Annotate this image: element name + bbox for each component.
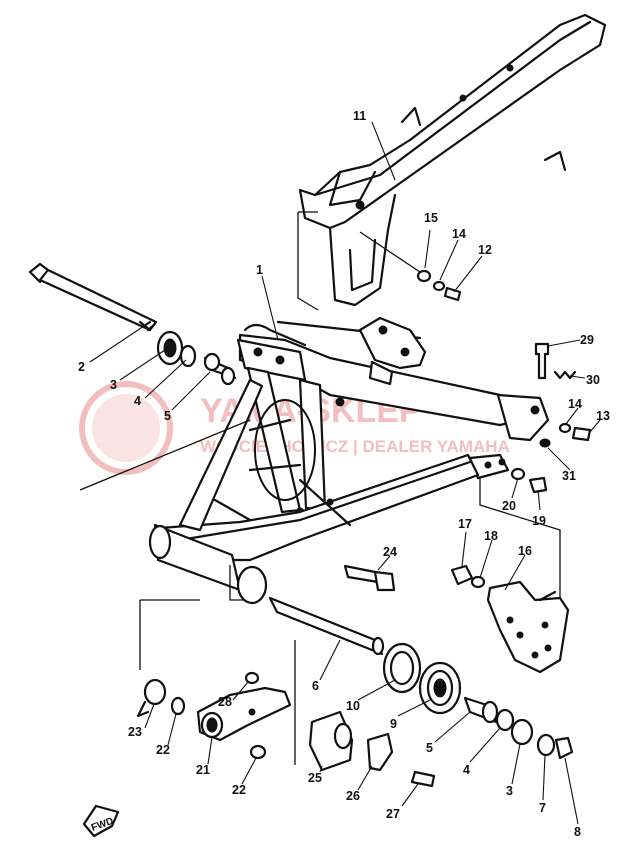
callout-labels: 11 1 15 14 12 2 3 4 5 29 30 14 13 31 20 …: [78, 109, 610, 839]
callout-20: 20: [502, 499, 516, 513]
callout-3b: 3: [506, 784, 513, 798]
callout-14a: 14: [452, 227, 466, 241]
guide-lines-lower: [139, 599, 296, 765]
callout-17: 17: [458, 517, 472, 531]
callout-30: 30: [586, 373, 600, 387]
watermark-logo-ring: [79, 381, 173, 475]
hardware-14-13: [539, 422, 592, 448]
guide-lines-frame: [79, 419, 561, 610]
watermark-subtitle: WOJCIECHOWICZ | DEALER YAMAHA: [200, 437, 510, 456]
callout-29: 29: [580, 333, 594, 347]
callout-24: 24: [383, 545, 397, 559]
callout-8: 8: [574, 825, 581, 839]
bearing-stack-right: [463, 696, 574, 760]
callout-2: 2: [78, 360, 85, 374]
bearing-stack-left: [156, 330, 237, 386]
callout-5: 5: [164, 409, 171, 423]
frame-part-1: [148, 316, 550, 605]
shaft-part-6: [268, 596, 385, 656]
leader-lines: [89, 121, 601, 825]
callout-6: 6: [312, 679, 319, 693]
callout-22a: 22: [156, 743, 170, 757]
callout-1: 1: [256, 263, 263, 277]
callout-11: 11: [353, 109, 366, 123]
bolt-29-spring-30: [534, 342, 577, 380]
pivot-shaft-part-2: [28, 262, 158, 332]
guide-lines-11: [297, 211, 319, 311]
bracket-part-16: [450, 564, 570, 674]
callout-9: 9: [390, 717, 397, 731]
callout-15: 15: [424, 211, 438, 225]
bushings-10-9: [382, 642, 462, 715]
callout-27: 27: [386, 807, 400, 821]
callout-19: 19: [532, 514, 546, 528]
callout-7: 7: [539, 801, 546, 815]
callout-4b: 4: [463, 763, 470, 777]
watermark-logo-disc: [92, 394, 160, 462]
callout-13: 13: [596, 409, 610, 423]
callout-16: 16: [518, 544, 532, 558]
callout-5b: 5: [426, 741, 433, 755]
callout-23: 23: [128, 725, 142, 739]
spring-23: [136, 678, 186, 718]
callout-3: 3: [110, 378, 117, 392]
callout-10: 10: [346, 699, 360, 713]
fwd-arrow-icon: FWD: [82, 804, 120, 838]
block-part-25: [308, 710, 354, 772]
pedal-part-21: [196, 671, 292, 760]
bolt-part-24: [343, 564, 396, 592]
callout-12: 12: [478, 243, 492, 257]
callout-26: 26: [346, 789, 360, 803]
hardware-15-14-12: [359, 231, 462, 302]
callout-31: 31: [562, 469, 576, 483]
hardware-19-20: [510, 467, 548, 494]
callout-21: 21: [196, 763, 210, 777]
chain-guard-part-11: [298, 13, 607, 307]
callout-4: 4: [134, 394, 141, 408]
callout-18: 18: [484, 529, 498, 543]
callout-14b: 14: [568, 397, 582, 411]
callout-22b: 22: [232, 783, 246, 797]
callout-25: 25: [308, 771, 322, 785]
clip-26-bolt-27: [366, 732, 436, 788]
callout-28: 28: [218, 695, 232, 709]
